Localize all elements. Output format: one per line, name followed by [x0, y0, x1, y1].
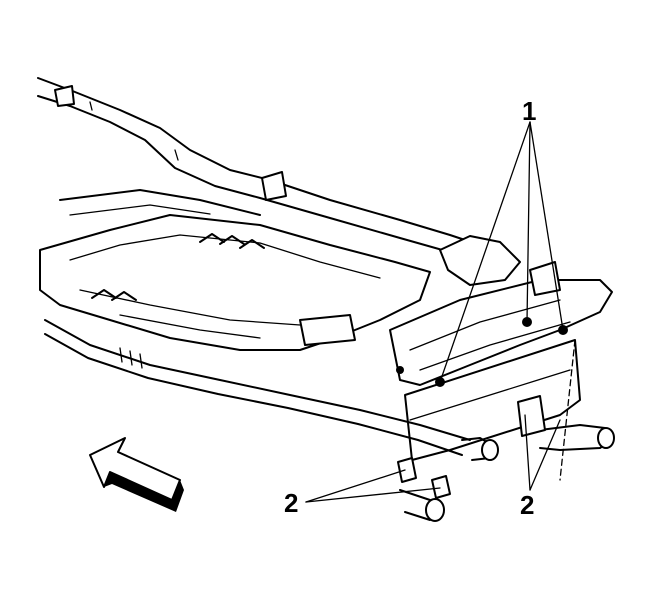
frame-rail-right	[389, 235, 613, 386]
callout-2-right: 2	[520, 490, 534, 520]
skid-plate	[39, 189, 431, 351]
callout-1-leaders	[439, 121, 564, 383]
callout-2-left: 2	[284, 488, 298, 518]
hanger-bolts	[396, 317, 568, 387]
hanger-insulators	[397, 339, 576, 499]
exhaust-pipe	[44, 319, 615, 522]
callout-2-leaders	[305, 414, 561, 503]
frame-rail-left	[37, 77, 481, 256]
direction-arrow-icon	[89, 437, 184, 512]
callout-1: 1	[522, 96, 536, 126]
